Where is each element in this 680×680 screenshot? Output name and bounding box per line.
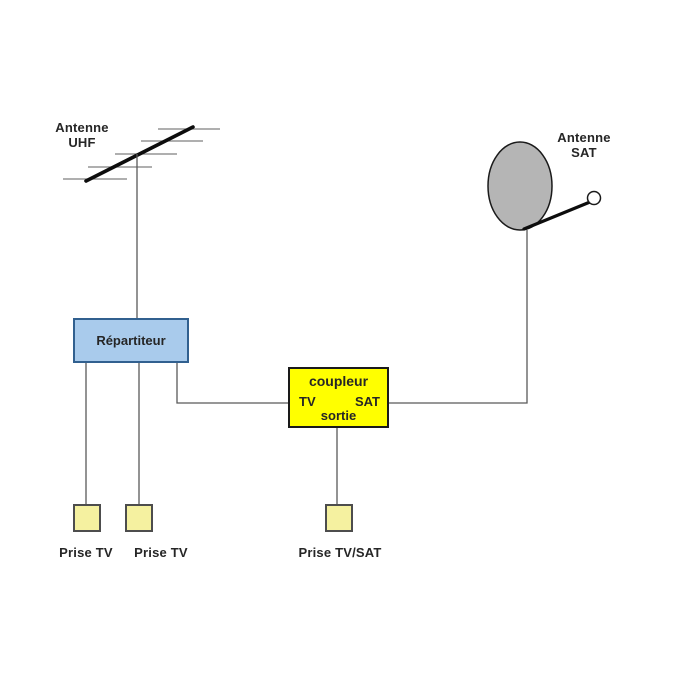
uhf-antenna-icon [63, 125, 220, 183]
splitter-to-coupler-line [176, 362, 288, 404]
coupler-box: coupleur TV SAT sortie [288, 367, 389, 428]
uhf-boom [84, 125, 195, 183]
coupler-port-sat: SAT [354, 394, 380, 409]
tv-outlet-2-box [125, 504, 153, 532]
dish-feed-arm [522, 200, 592, 231]
splitter-box: Répartiteur [73, 318, 189, 363]
tv-outlet-2-label: Prise TV [134, 545, 188, 560]
satellite-dish-icon [487, 141, 602, 231]
tv-sat-outlet-label: Prise TV/SAT [298, 545, 382, 560]
sat-antenna-label: Antenne SAT [557, 130, 611, 160]
dish-lnb [586, 190, 602, 206]
tv-sat-outlet-box [325, 504, 353, 532]
tv-outlet-1-box [73, 504, 101, 532]
tv-outlet-1-label: Prise TV [59, 545, 113, 560]
sat-downlead-line [389, 230, 528, 404]
coupler-label: coupleur [308, 373, 369, 389]
splitter-label: Répartiteur [96, 333, 166, 348]
dish-reflector [487, 141, 553, 231]
uhf-antenna-label: Antenne UHF [55, 120, 109, 150]
coupler-port-sortie: sortie [320, 408, 357, 423]
coupler-port-tv: TV [299, 394, 316, 409]
